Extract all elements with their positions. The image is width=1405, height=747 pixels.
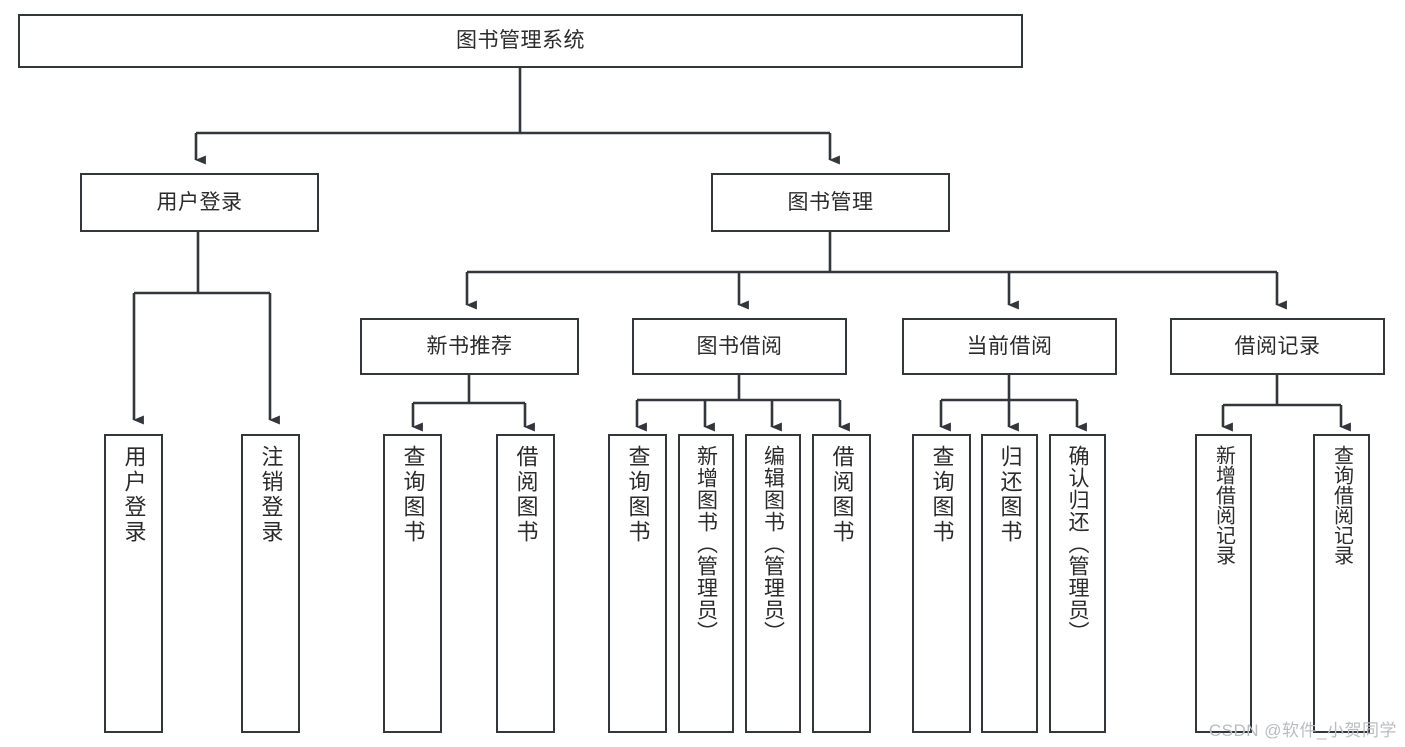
node-label: 查询图书 xyxy=(400,445,426,545)
node-current-borrow[interactable]: 当前借阅 xyxy=(902,318,1117,375)
leaf-new-book-borrow-book[interactable]: 借阅图书 xyxy=(496,434,555,733)
node-label: 借阅图书 xyxy=(513,445,539,545)
leaf-borrow-record-add-record[interactable]: 新增借阅记录 xyxy=(1195,434,1252,733)
node-new-book-recommend[interactable]: 新书推荐 xyxy=(360,318,579,375)
leaf-book-borrow-borrow-book[interactable]: 借阅图书 xyxy=(812,434,871,733)
leaf-current-borrow-confirm-return-admin[interactable]: 确认归还（管理员） xyxy=(1049,434,1106,733)
node-label: 新增借阅记录 xyxy=(1212,445,1235,565)
node-label: 查询借阅记录 xyxy=(1330,445,1353,565)
leaf-user-login-logout[interactable]: 注销登录 xyxy=(241,434,300,733)
node-book-management[interactable]: 图书管理 xyxy=(711,173,950,232)
leaf-borrow-record-query-record[interactable]: 查询借阅记录 xyxy=(1313,434,1370,733)
node-label: 用户登录 xyxy=(156,190,243,214)
node-label: 查询图书 xyxy=(625,445,651,545)
leaf-book-borrow-edit-book-admin[interactable]: 编辑图书（管理员） xyxy=(745,434,801,733)
node-label: 借阅记录 xyxy=(1234,334,1321,358)
node-label: 当前借阅 xyxy=(966,334,1053,358)
node-root-book-management-system[interactable]: 图书管理系统 xyxy=(18,14,1023,68)
node-label: 新书推荐 xyxy=(426,334,513,358)
node-label: 确认归还（管理员） xyxy=(1066,445,1089,643)
leaf-user-login-login[interactable]: 用户登录 xyxy=(104,434,163,733)
node-label: 编辑图书（管理员） xyxy=(761,445,785,643)
node-label: 图书管理 xyxy=(787,190,874,214)
node-label: 图书借阅 xyxy=(696,334,783,358)
node-book-borrow[interactable]: 图书借阅 xyxy=(632,318,847,375)
leaf-new-book-query-book[interactable]: 查询图书 xyxy=(383,434,442,733)
node-borrow-record[interactable]: 借阅记录 xyxy=(1170,318,1385,375)
node-user-login[interactable]: 用户登录 xyxy=(80,173,319,232)
node-label: 归还图书 xyxy=(997,445,1023,545)
node-label: 新增图书（管理员） xyxy=(694,445,718,643)
node-label: 查询图书 xyxy=(929,445,955,545)
leaf-book-borrow-add-book-admin[interactable]: 新增图书（管理员） xyxy=(678,434,734,733)
node-label: 借阅图书 xyxy=(829,445,855,545)
leaf-current-borrow-return-book[interactable]: 归还图书 xyxy=(981,434,1038,733)
node-label: 用户登录 xyxy=(121,445,147,545)
node-label: 图书管理系统 xyxy=(456,29,585,53)
leaf-current-borrow-query-book[interactable]: 查询图书 xyxy=(912,434,971,733)
csdn-watermark: CSDN @软件_小贺同学 xyxy=(1208,721,1397,740)
node-label: 注销登录 xyxy=(258,445,284,545)
leaf-book-borrow-query-book[interactable]: 查询图书 xyxy=(608,434,667,733)
